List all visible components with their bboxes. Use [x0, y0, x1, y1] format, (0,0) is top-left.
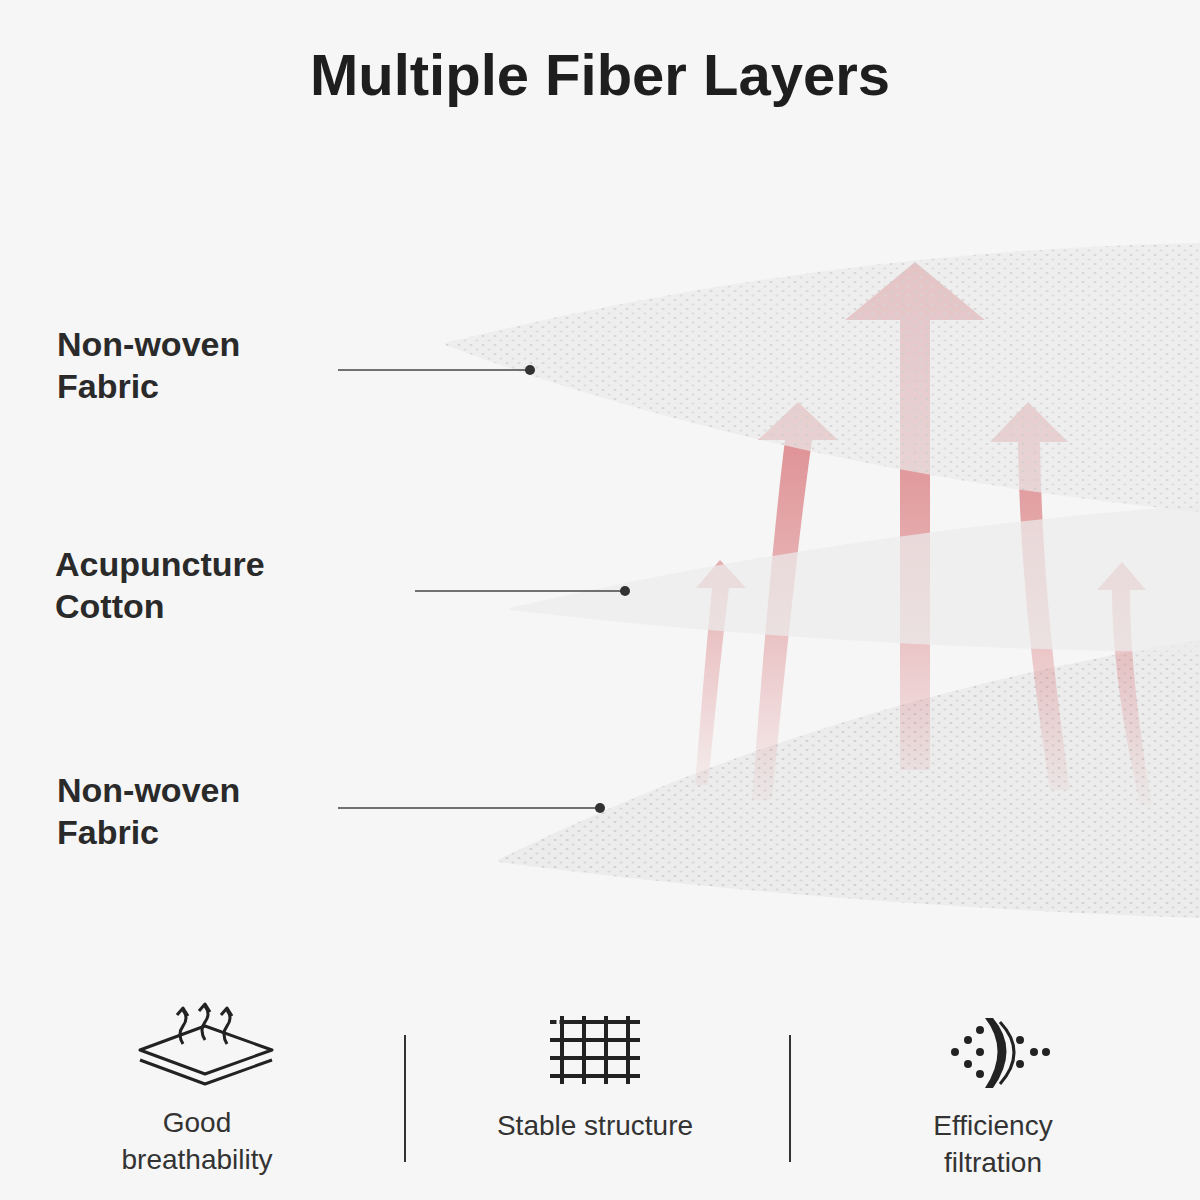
feature-caption: Good breathability — [97, 1104, 297, 1178]
leader-line — [338, 369, 526, 371]
structure-icon — [550, 1016, 640, 1084]
leader-line — [338, 807, 596, 809]
diagram-title: Multiple Fiber Layers — [0, 40, 1200, 110]
feature-caption: Stable structure — [495, 1107, 695, 1144]
bottom-sheet-texture — [498, 640, 1200, 918]
leader-line — [415, 590, 621, 592]
breathability-icon — [140, 1004, 272, 1084]
leader-dot — [620, 586, 630, 596]
feature-caption: Efficiency filtration — [893, 1107, 1093, 1181]
top-sheet-texture — [445, 243, 1200, 512]
divider — [404, 1035, 406, 1162]
part-name: Non-woven Fabric — [57, 769, 317, 853]
leader-dot — [525, 365, 535, 375]
bottom-sheet — [498, 640, 1200, 918]
divider — [789, 1035, 791, 1162]
leader-dot — [595, 803, 605, 813]
part-name: Non-woven Fabric — [57, 323, 317, 407]
middle-sheet — [510, 505, 1200, 652]
filtration-icon — [951, 1018, 1050, 1088]
part-name: Acupuncture Cotton — [55, 543, 355, 627]
top-sheet — [445, 243, 1200, 512]
